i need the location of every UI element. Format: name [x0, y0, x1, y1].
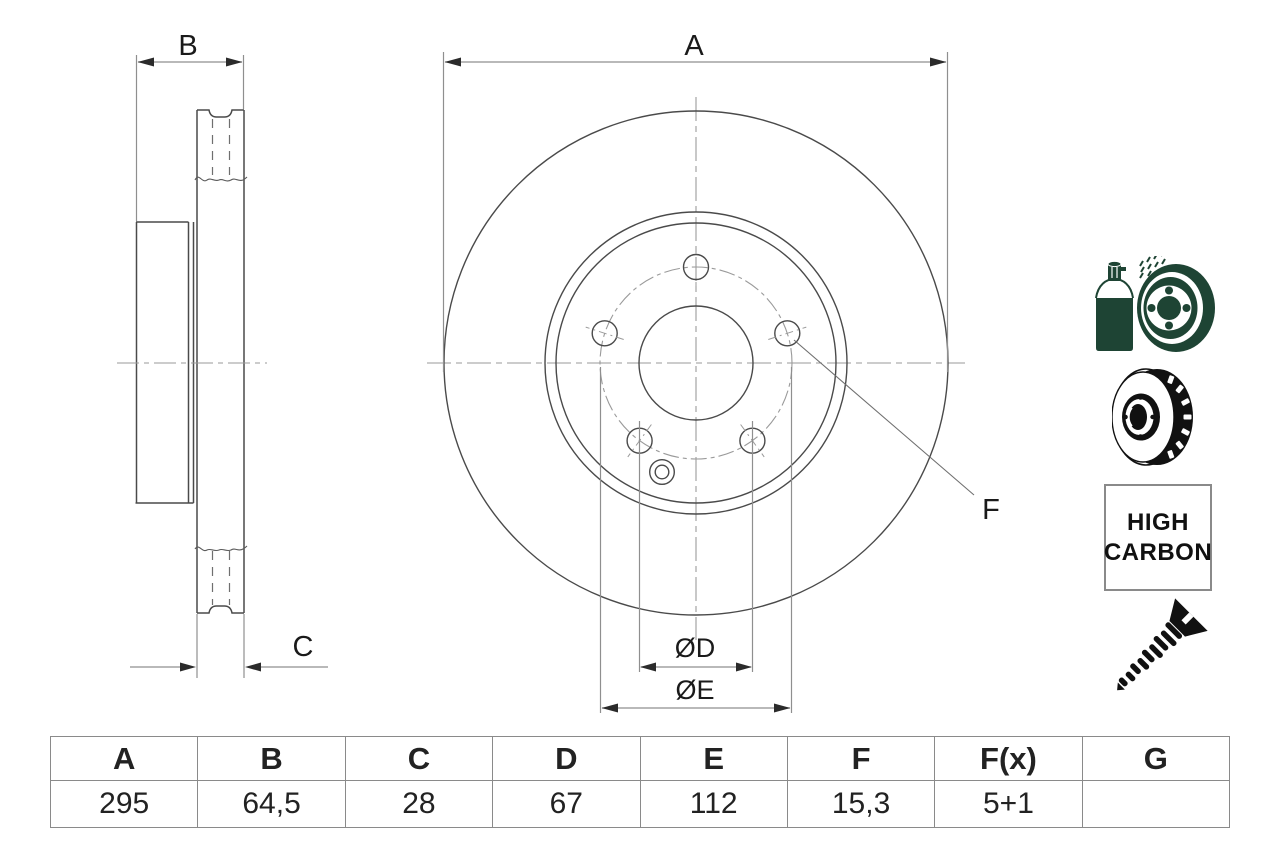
value-D: 67	[492, 780, 641, 828]
center-bore-circle	[638, 305, 754, 421]
col-header-Fx: F(x)	[934, 736, 1083, 781]
value-F: 15,3	[786, 780, 936, 828]
arrowhead	[930, 57, 947, 67]
coated-disc	[1137, 264, 1215, 352]
front-view: A ØD ØE F	[427, 30, 1000, 713]
value-G	[1081, 780, 1231, 828]
dimension-table: A B C D E F F(x) G 295 64,5 28 67 112 15…	[49, 736, 1231, 828]
leader-line-F	[793, 339, 975, 496]
col-header-F: F	[786, 736, 936, 781]
high-carbon-badge: HIGH CARBON	[1104, 484, 1212, 591]
value-Fx: 5+1	[934, 780, 1083, 828]
table-header-row: A B C D E F F(x) G	[49, 736, 1231, 781]
value-C: 28	[344, 780, 494, 828]
break-lines	[194, 176, 248, 552]
col-header-C: C	[344, 736, 494, 781]
dim-label-A: A	[684, 30, 704, 62]
arrowhead	[245, 662, 261, 672]
arrowhead	[180, 662, 196, 672]
col-header-B: B	[197, 736, 346, 781]
hat-edge-circle	[555, 222, 837, 504]
col-header-D: D	[492, 736, 641, 781]
brake-disc-drawing: B	[117, 30, 1000, 713]
table-value-row: 295 64,5 28 67 112 15,3 5+1	[49, 780, 1231, 828]
arrowhead	[226, 57, 243, 67]
dim-label-F: F	[982, 494, 1000, 526]
arrowhead	[640, 662, 656, 672]
col-header-G: G	[1081, 736, 1231, 781]
high-carbon-line2: CARBON	[1103, 538, 1213, 566]
spray-coating-icon	[1095, 256, 1215, 352]
vented-disc-icon	[1112, 368, 1193, 466]
col-header-E: E	[639, 736, 788, 781]
value-E: 112	[639, 780, 788, 828]
dim-label-C: C	[293, 631, 314, 663]
arrowhead	[736, 662, 752, 672]
dim-label-OD: ØD	[675, 633, 716, 663]
value-A: 295	[49, 780, 199, 828]
high-carbon-line1: HIGH	[1127, 508, 1189, 536]
arrowhead	[601, 703, 618, 713]
friction-inner-circle	[544, 211, 848, 515]
dim-label-B: B	[178, 30, 197, 62]
arrowhead	[444, 57, 461, 67]
col-header-A: A	[49, 736, 199, 781]
arrowhead	[774, 703, 791, 713]
value-B: 64,5	[197, 780, 346, 828]
locating-screw-hole	[649, 459, 676, 486]
arrowhead	[137, 57, 154, 67]
mounting-screw-icon	[1117, 598, 1208, 691]
dim-label-OE: ØE	[675, 675, 714, 705]
cross-section-view: B	[117, 30, 328, 678]
vent-slots	[1167, 375, 1192, 459]
